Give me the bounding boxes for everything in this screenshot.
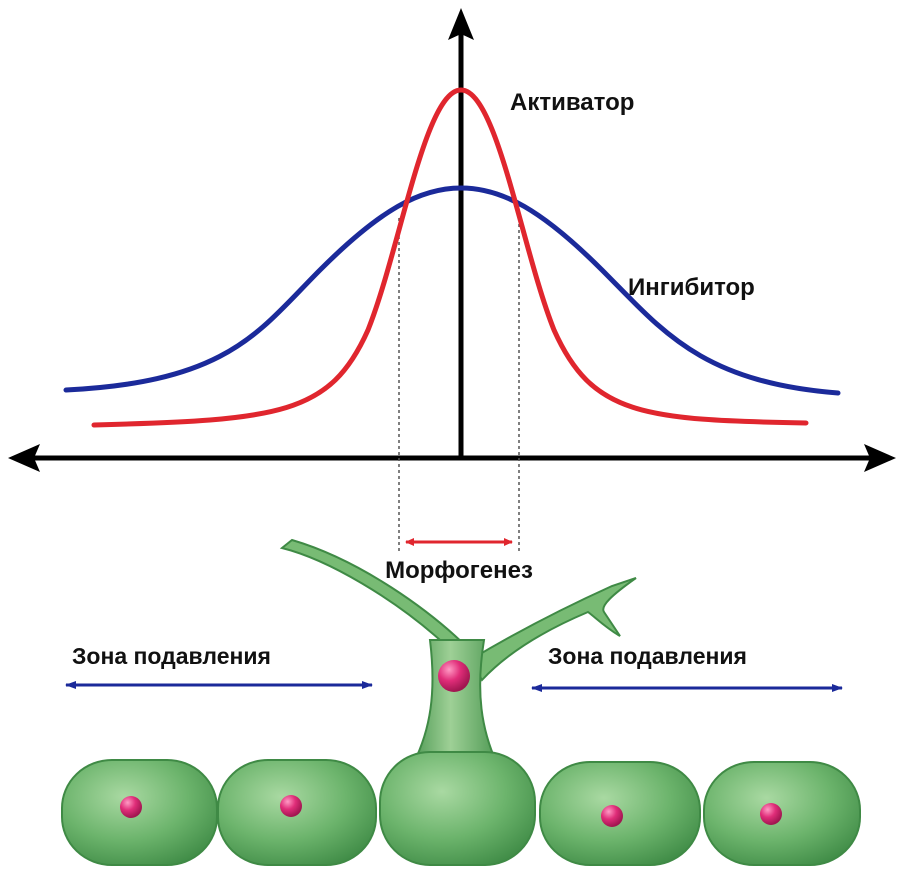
nucleus-5 [760, 803, 782, 825]
activator-curve [91, 87, 809, 428]
inhibitor-label: Ингибитор [628, 274, 755, 301]
branching-cell [279, 538, 637, 771]
cell-3 [379, 751, 536, 866]
suppression-zone-right: Зона подавления [531, 643, 843, 692]
nucleus-2 [280, 795, 302, 817]
suppression-zone-left: Зона подавления [65, 643, 373, 689]
right-branch [468, 577, 637, 682]
morphogenesis-guides [398, 218, 520, 552]
x-axis-left-arrowhead [8, 444, 40, 472]
suppression-left-label: Зона подавления [72, 643, 271, 669]
nucleus-1 [120, 796, 142, 818]
axes [8, 8, 896, 472]
activator-label: Активатор [510, 89, 634, 116]
y-axis-arrowhead [448, 8, 474, 40]
cell-5 [703, 761, 861, 866]
x-axis-right-arrowhead [864, 444, 896, 472]
nucleus-4 [601, 805, 623, 827]
inhibitor-curve [63, 185, 841, 396]
morphogenesis-label: Морфогенез [385, 557, 533, 584]
cell-row [61, 751, 861, 866]
branch-nucleus [438, 660, 470, 692]
suppression-right-label: Зона подавления [548, 643, 747, 669]
